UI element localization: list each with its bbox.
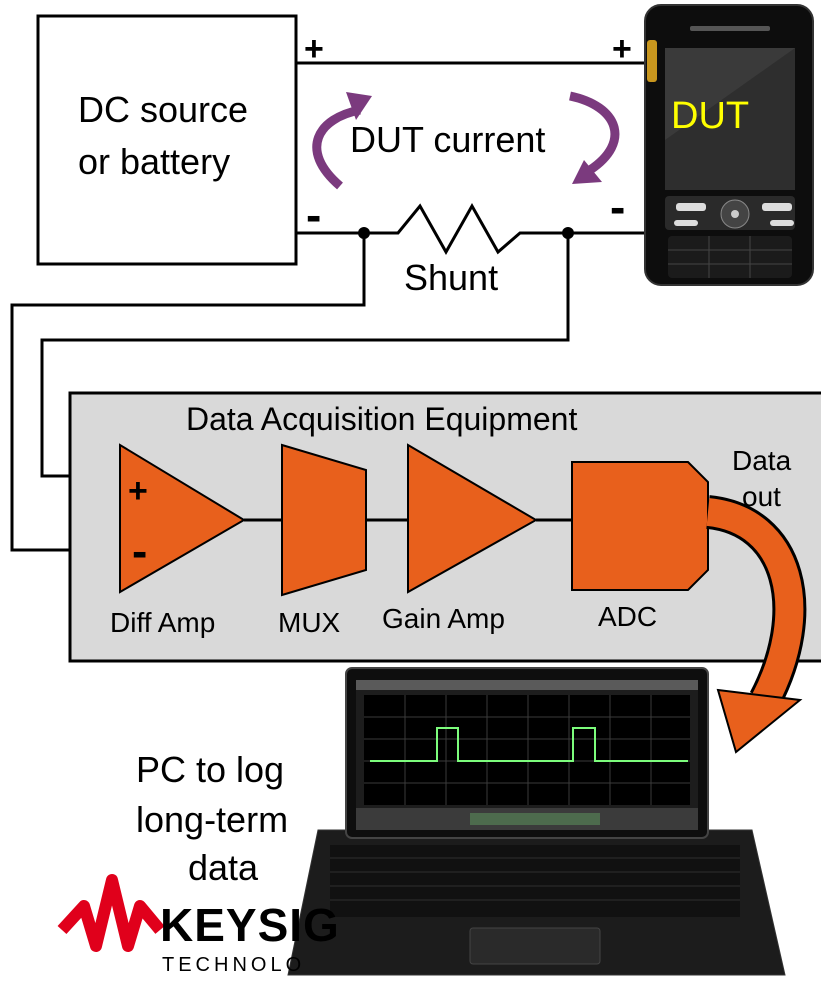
minus-left: -	[306, 189, 322, 241]
pc-laptop	[287, 667, 786, 976]
adc-label: ADC	[598, 601, 658, 632]
gain-amp-label: Gain Amp	[382, 603, 505, 634]
dut-label: DUT	[671, 95, 750, 137]
plus-left: +	[304, 30, 324, 68]
wire-bottom	[296, 202, 655, 256]
dc-source-box	[36, 14, 298, 266]
adc-block	[571, 461, 709, 591]
pc-label-2: long-term	[136, 799, 289, 840]
dc-source-label-1: DC source	[78, 89, 249, 130]
current-arrow-left	[312, 92, 372, 190]
gain-amp-block	[407, 443, 539, 594]
pc-label-1: PC to log	[136, 749, 285, 790]
data-out-arrow	[705, 495, 807, 754]
logo-name: KEYSIG	[160, 899, 340, 951]
diff-amp-label: Diff Amp	[110, 607, 216, 638]
dc-source-label-2: or battery	[78, 141, 231, 182]
minus-right: -	[610, 181, 626, 233]
data-out-label-1: Data	[732, 445, 792, 476]
daq-title: Data Acquisition Equipment	[186, 401, 578, 437]
diff-amp-plus: +	[128, 472, 148, 510]
mux-block	[281, 443, 367, 597]
keysight-logo-icon	[57, 874, 165, 952]
diff-amp-minus: -	[132, 525, 148, 577]
data-out-label-2: out	[742, 481, 781, 512]
pc-label-3: data	[188, 847, 259, 888]
sense-wire-minus	[10, 233, 366, 552]
shunt-label: Shunt	[404, 257, 499, 298]
logo-sub: TECHNOLO	[162, 954, 306, 976]
dut-phone	[644, 4, 814, 286]
diff-amp-block	[119, 443, 246, 594]
sense-wire-plus	[40, 233, 570, 478]
current-arrow-right	[568, 91, 620, 184]
plus-right: +	[612, 30, 632, 68]
dut-current-label: DUT current	[350, 119, 546, 160]
mux-label: MUX	[278, 607, 341, 638]
